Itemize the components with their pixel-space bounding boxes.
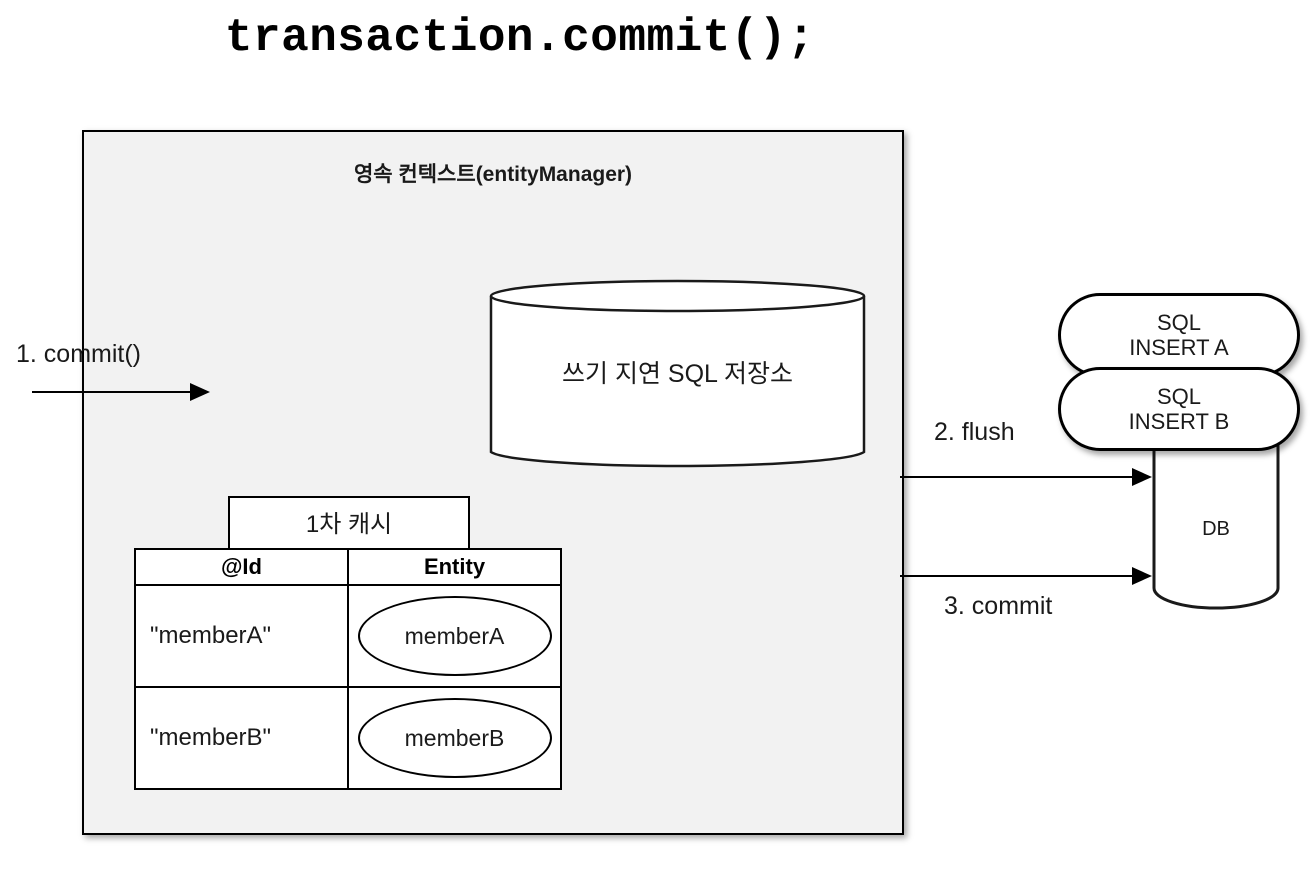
- arrow-label-commit: 1. commit(): [16, 340, 141, 368]
- arrow-head-commit: [190, 383, 210, 401]
- sql-insert-a-shape: SQL INSERT A: [1058, 293, 1300, 377]
- first-level-cache-tab: [228, 496, 470, 550]
- cell-entity-member-b: memberB: [347, 686, 562, 790]
- arrow-line-commit: [32, 391, 192, 393]
- entity-ellipse-member-a: memberA: [357, 596, 552, 676]
- table-header-row: @Id Entity: [134, 548, 562, 586]
- arrow-head-flush: [1132, 468, 1152, 486]
- table-row: "memberB" memberB: [134, 686, 562, 790]
- first-level-cache-table: @Id Entity "memberA" memberA "memberB" m…: [134, 548, 562, 790]
- sql-insert-b-line1: SQL: [1156, 383, 1202, 409]
- column-header-id: @Id: [134, 548, 349, 586]
- arrow-label-flush: 2. flush: [934, 418, 1015, 446]
- entity-ellipse-member-b: memberB: [357, 698, 552, 778]
- cell-id-member-a: "memberA": [134, 584, 349, 688]
- first-level-cache-tab-label: 1차 캐시: [305, 511, 393, 538]
- persistence-context-heading: 영속 컨텍스트(entityManager): [353, 163, 633, 186]
- page-title: transaction.commit();: [224, 12, 816, 64]
- sql-insert-a-line1: SQL: [1156, 309, 1202, 335]
- column-header-entity: Entity: [347, 548, 562, 586]
- arrow-head-db-commit: [1132, 567, 1152, 585]
- sql-insert-b-shape: SQL INSERT B: [1058, 367, 1300, 451]
- arrow-line-db-commit: [900, 575, 1134, 577]
- cell-entity-member-a: memberA: [347, 584, 562, 688]
- table-row: "memberA" memberA: [134, 584, 562, 688]
- write-behind-sql-store-label: 쓰기 지연 SQL 저장소: [562, 360, 793, 388]
- arrow-label-db-commit: 3. commit: [944, 592, 1053, 620]
- sql-insert-a-line2: INSERT A: [1129, 335, 1229, 360]
- sql-insert-b-line2: INSERT B: [1128, 409, 1230, 434]
- arrow-line-flush: [900, 476, 1134, 478]
- cell-id-member-b: "memberB": [134, 686, 349, 790]
- database-cylinder: [1152, 438, 1280, 610]
- write-behind-sql-store-cylinder: [489, 279, 866, 468]
- database-label: DB: [1202, 518, 1230, 540]
